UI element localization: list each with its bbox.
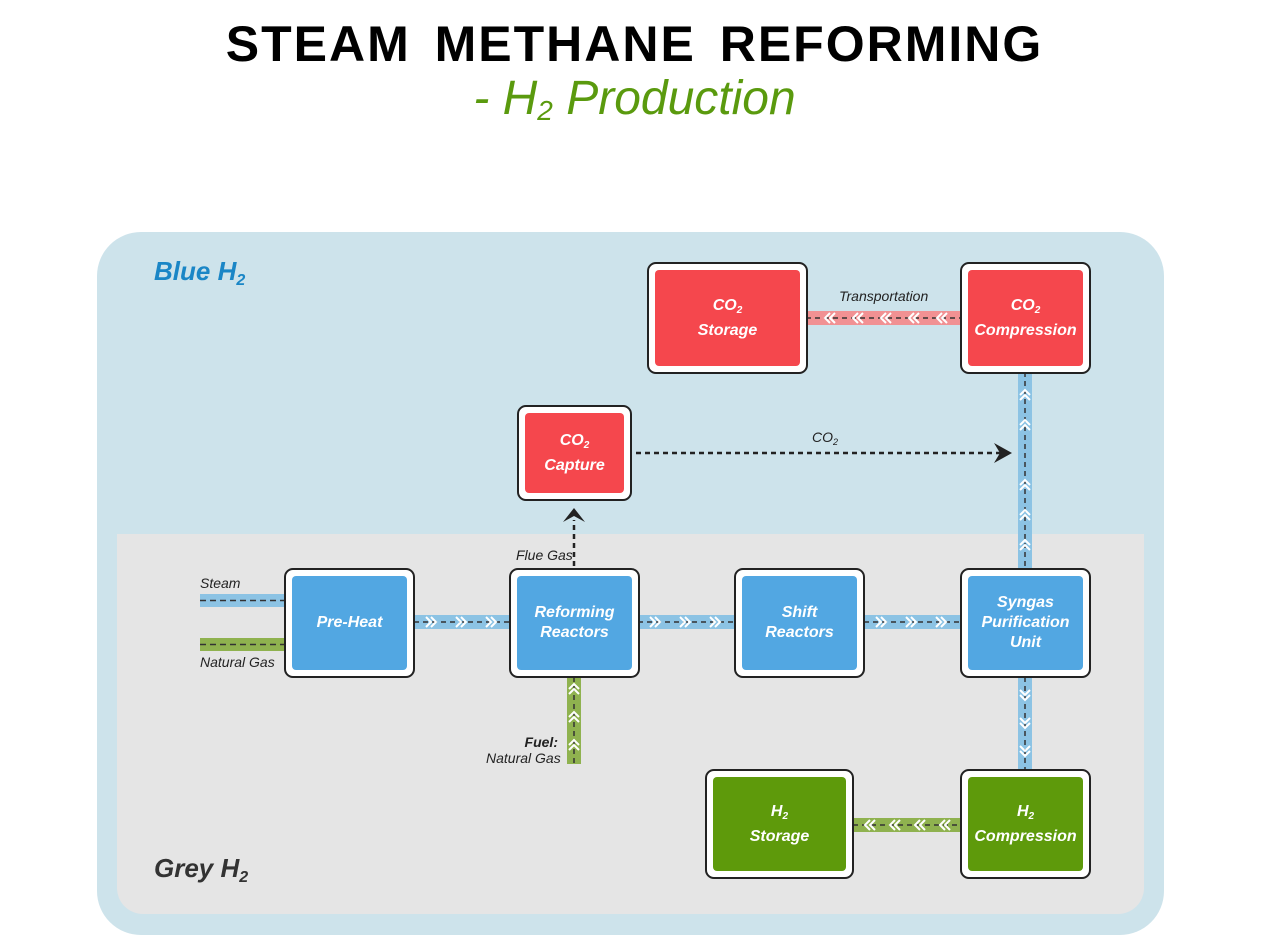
co2-storage-label: CO xyxy=(712,296,737,314)
pipe-co2-transportation xyxy=(806,311,961,325)
co2-capture-label-line2: Capture xyxy=(544,456,605,474)
h2-storage-label: H xyxy=(770,802,783,820)
shift-label-line2: Reactors xyxy=(765,624,834,641)
co2-storage-label-line2: Storage xyxy=(697,321,758,339)
pipe-reforming-to-shift xyxy=(638,615,735,629)
flue-gas-arrow xyxy=(563,508,585,566)
co2-compression-label-line2: Compression xyxy=(974,321,1077,339)
reforming-label-line1: Reforming xyxy=(534,604,615,621)
co2-capture-label: CO xyxy=(559,431,584,449)
fuel-label: Fuel:Natural Gas xyxy=(486,734,561,766)
pipe-syngas-to-h2-compression xyxy=(1018,677,1032,770)
natural-gas-label: Natural Gas xyxy=(200,654,275,670)
shift-label-line1: Shift xyxy=(781,604,818,621)
pipe-syngas-to-co2-compression xyxy=(1018,372,1032,569)
syngas-label-line3: Unit xyxy=(1009,634,1042,651)
blue-h2-zone-label: Blue H2 xyxy=(154,256,246,289)
co2-storage-sub: 2 xyxy=(736,304,743,316)
h2-compression-label: H xyxy=(1016,802,1029,820)
pre-heat-unit[interactable]: Pre-Heat xyxy=(284,568,415,678)
pipe-h2-compression-to-storage xyxy=(853,818,961,832)
co2-compression-label: CO xyxy=(1010,296,1035,314)
natural-gas-inlet-pipe xyxy=(200,638,285,651)
transportation-label: Transportation xyxy=(839,288,929,304)
fuel-label-gas: Natural Gas xyxy=(486,750,561,766)
syngas-label-line1: Syngas xyxy=(997,594,1054,611)
subtitle-subscript: 2 xyxy=(537,95,553,126)
h2-compression-sub: 2 xyxy=(1028,810,1035,822)
syngas-label-line2: Purification xyxy=(981,614,1070,631)
h2-compression-label-line2: Compression xyxy=(974,827,1077,845)
reforming-label-line2: Reactors xyxy=(540,624,609,641)
pipe-preheat-to-reforming xyxy=(414,615,510,629)
page-title: STEAM METHANE REFORMING xyxy=(225,16,1044,72)
page-subtitle: - H2 Production xyxy=(0,70,1269,140)
grey-h2-zone-label: Grey H2 xyxy=(154,853,249,886)
co2-compression-sub: 2 xyxy=(1034,304,1041,316)
subtitle-suffix: Production xyxy=(552,72,796,125)
pipe-shift-to-syngas xyxy=(864,615,961,629)
co2-capture-sub: 2 xyxy=(583,439,590,451)
pre-heat-label: Pre-Heat xyxy=(316,614,383,631)
co2-capture-flow-arrow xyxy=(636,443,1012,463)
steam-inlet-pipe xyxy=(200,594,285,607)
h2-storage-label-line2: Storage xyxy=(749,827,810,845)
fuel-label-bold: Fuel: xyxy=(524,734,558,750)
h2-storage-sub: 2 xyxy=(782,810,789,822)
pipe-fuel-to-reforming xyxy=(567,677,581,764)
co2-flow-label: CO2 xyxy=(812,429,839,447)
flue-gas-label: Flue Gas xyxy=(516,547,573,563)
steam-label: Steam xyxy=(200,575,241,591)
subtitle-prefix: - H xyxy=(473,72,538,125)
